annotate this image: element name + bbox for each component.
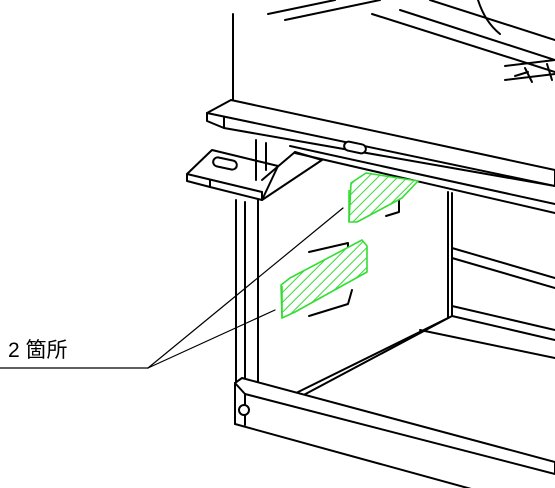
inner-panel — [289, 247, 555, 399]
flange-slot — [343, 140, 367, 155]
bottom-rail — [234, 377, 555, 488]
top-flange — [206, 99, 555, 214]
highlighted-tab-upper — [348, 172, 419, 223]
callout-label: 2 箇所 — [8, 339, 68, 362]
leader-lines — [0, 207, 344, 369]
side-bracket — [186, 149, 279, 201]
upper-unit-lines — [232, 0, 555, 109]
rail-hole — [238, 404, 250, 416]
bracket-slot — [212, 156, 238, 171]
frame-verticals — [235, 139, 453, 385]
highlighted-tab-lower — [280, 239, 368, 319]
